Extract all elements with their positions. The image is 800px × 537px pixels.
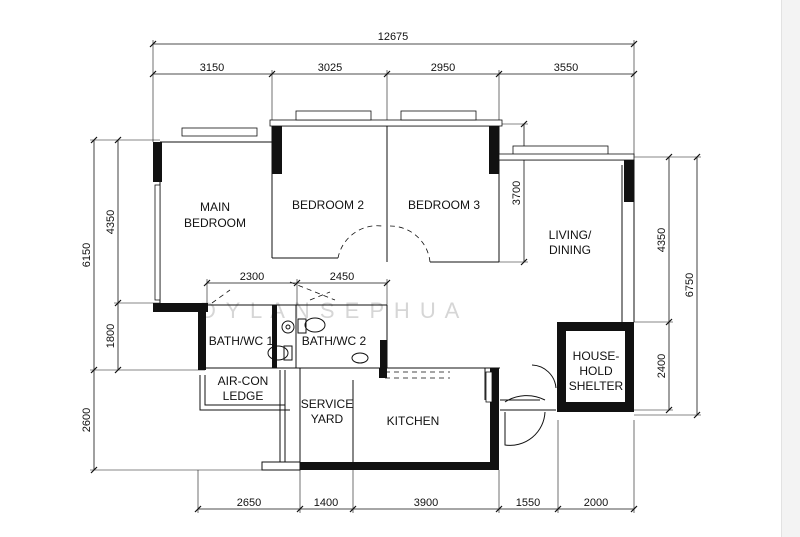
dim-left-outer: 6150 <box>81 243 93 267</box>
bottom-dimension-lines <box>194 420 638 513</box>
dim-right-inner-upper: 4350 <box>656 228 668 252</box>
label-living-dining-1: LIVING/ <box>549 228 592 242</box>
dim-bottom-5: 2000 <box>584 497 608 509</box>
label-bath-wc2: BATH/WC 2 <box>302 334 367 348</box>
label-service-yard-1: SERVICE <box>301 397 353 411</box>
sanitary-fixtures <box>267 317 369 364</box>
dim-overall-width: 12675 <box>378 31 409 43</box>
label-living-dining-2: DINING <box>549 243 591 257</box>
dim-bottom-3: 3900 <box>414 497 438 509</box>
dim-bedroom-depth: 3700 <box>511 181 523 205</box>
floor-plan: D Y L A N S E P H U A 12675 3150 3025 29… <box>81 31 701 513</box>
dim-bottom-1: 2650 <box>237 497 261 509</box>
label-shelter-3: SHELTER <box>569 379 624 393</box>
dim-left-bottom: 2600 <box>81 408 93 432</box>
right-dimension-lines <box>634 153 701 419</box>
watermark: D Y L A N S E P H U A <box>200 298 461 323</box>
label-main-bedroom-1: MAIN <box>200 200 230 214</box>
windows <box>154 110 635 403</box>
label-aircon-ledge-1: AIR-CON <box>218 374 269 388</box>
label-bedroom-2: BEDROOM 2 <box>292 198 364 212</box>
dim-right-inner-lower: 2400 <box>656 354 668 378</box>
dim-bath1-width: 2300 <box>240 271 264 283</box>
bath-width-dimension <box>203 279 391 305</box>
dim-top-1: 3150 <box>200 62 224 74</box>
label-bath-wc1: BATH/WC 1 <box>209 334 274 348</box>
solid-walls <box>153 126 634 470</box>
label-shelter-2: HOLD <box>579 364 613 378</box>
doors <box>211 225 557 446</box>
dim-right-outer: 6750 <box>684 273 696 297</box>
label-service-yard-2: YARD <box>311 412 344 426</box>
vertical-scrollbar[interactable] <box>781 0 800 537</box>
label-shelter-1: HOUSE- <box>573 349 620 363</box>
dim-bottom-4: 1550 <box>516 497 540 509</box>
label-main-bedroom-2: BEDROOM <box>184 216 246 230</box>
top-dimension-lines <box>149 40 638 156</box>
label-kitchen: KITCHEN <box>387 414 440 428</box>
dim-left-inner-lower: 1800 <box>105 324 117 348</box>
label-bedroom-3: BEDROOM 3 <box>408 198 480 212</box>
dim-top-4: 3550 <box>554 62 578 74</box>
dim-bottom-2: 1400 <box>314 497 338 509</box>
left-dimension-lines <box>90 136 262 474</box>
label-aircon-ledge-2: LEDGE <box>223 389 264 403</box>
dim-top-3: 2950 <box>431 62 455 74</box>
dim-left-inner-upper: 4350 <box>105 210 117 234</box>
dim-top-2: 3025 <box>318 62 342 74</box>
dim-bath2-width: 2450 <box>330 271 354 283</box>
